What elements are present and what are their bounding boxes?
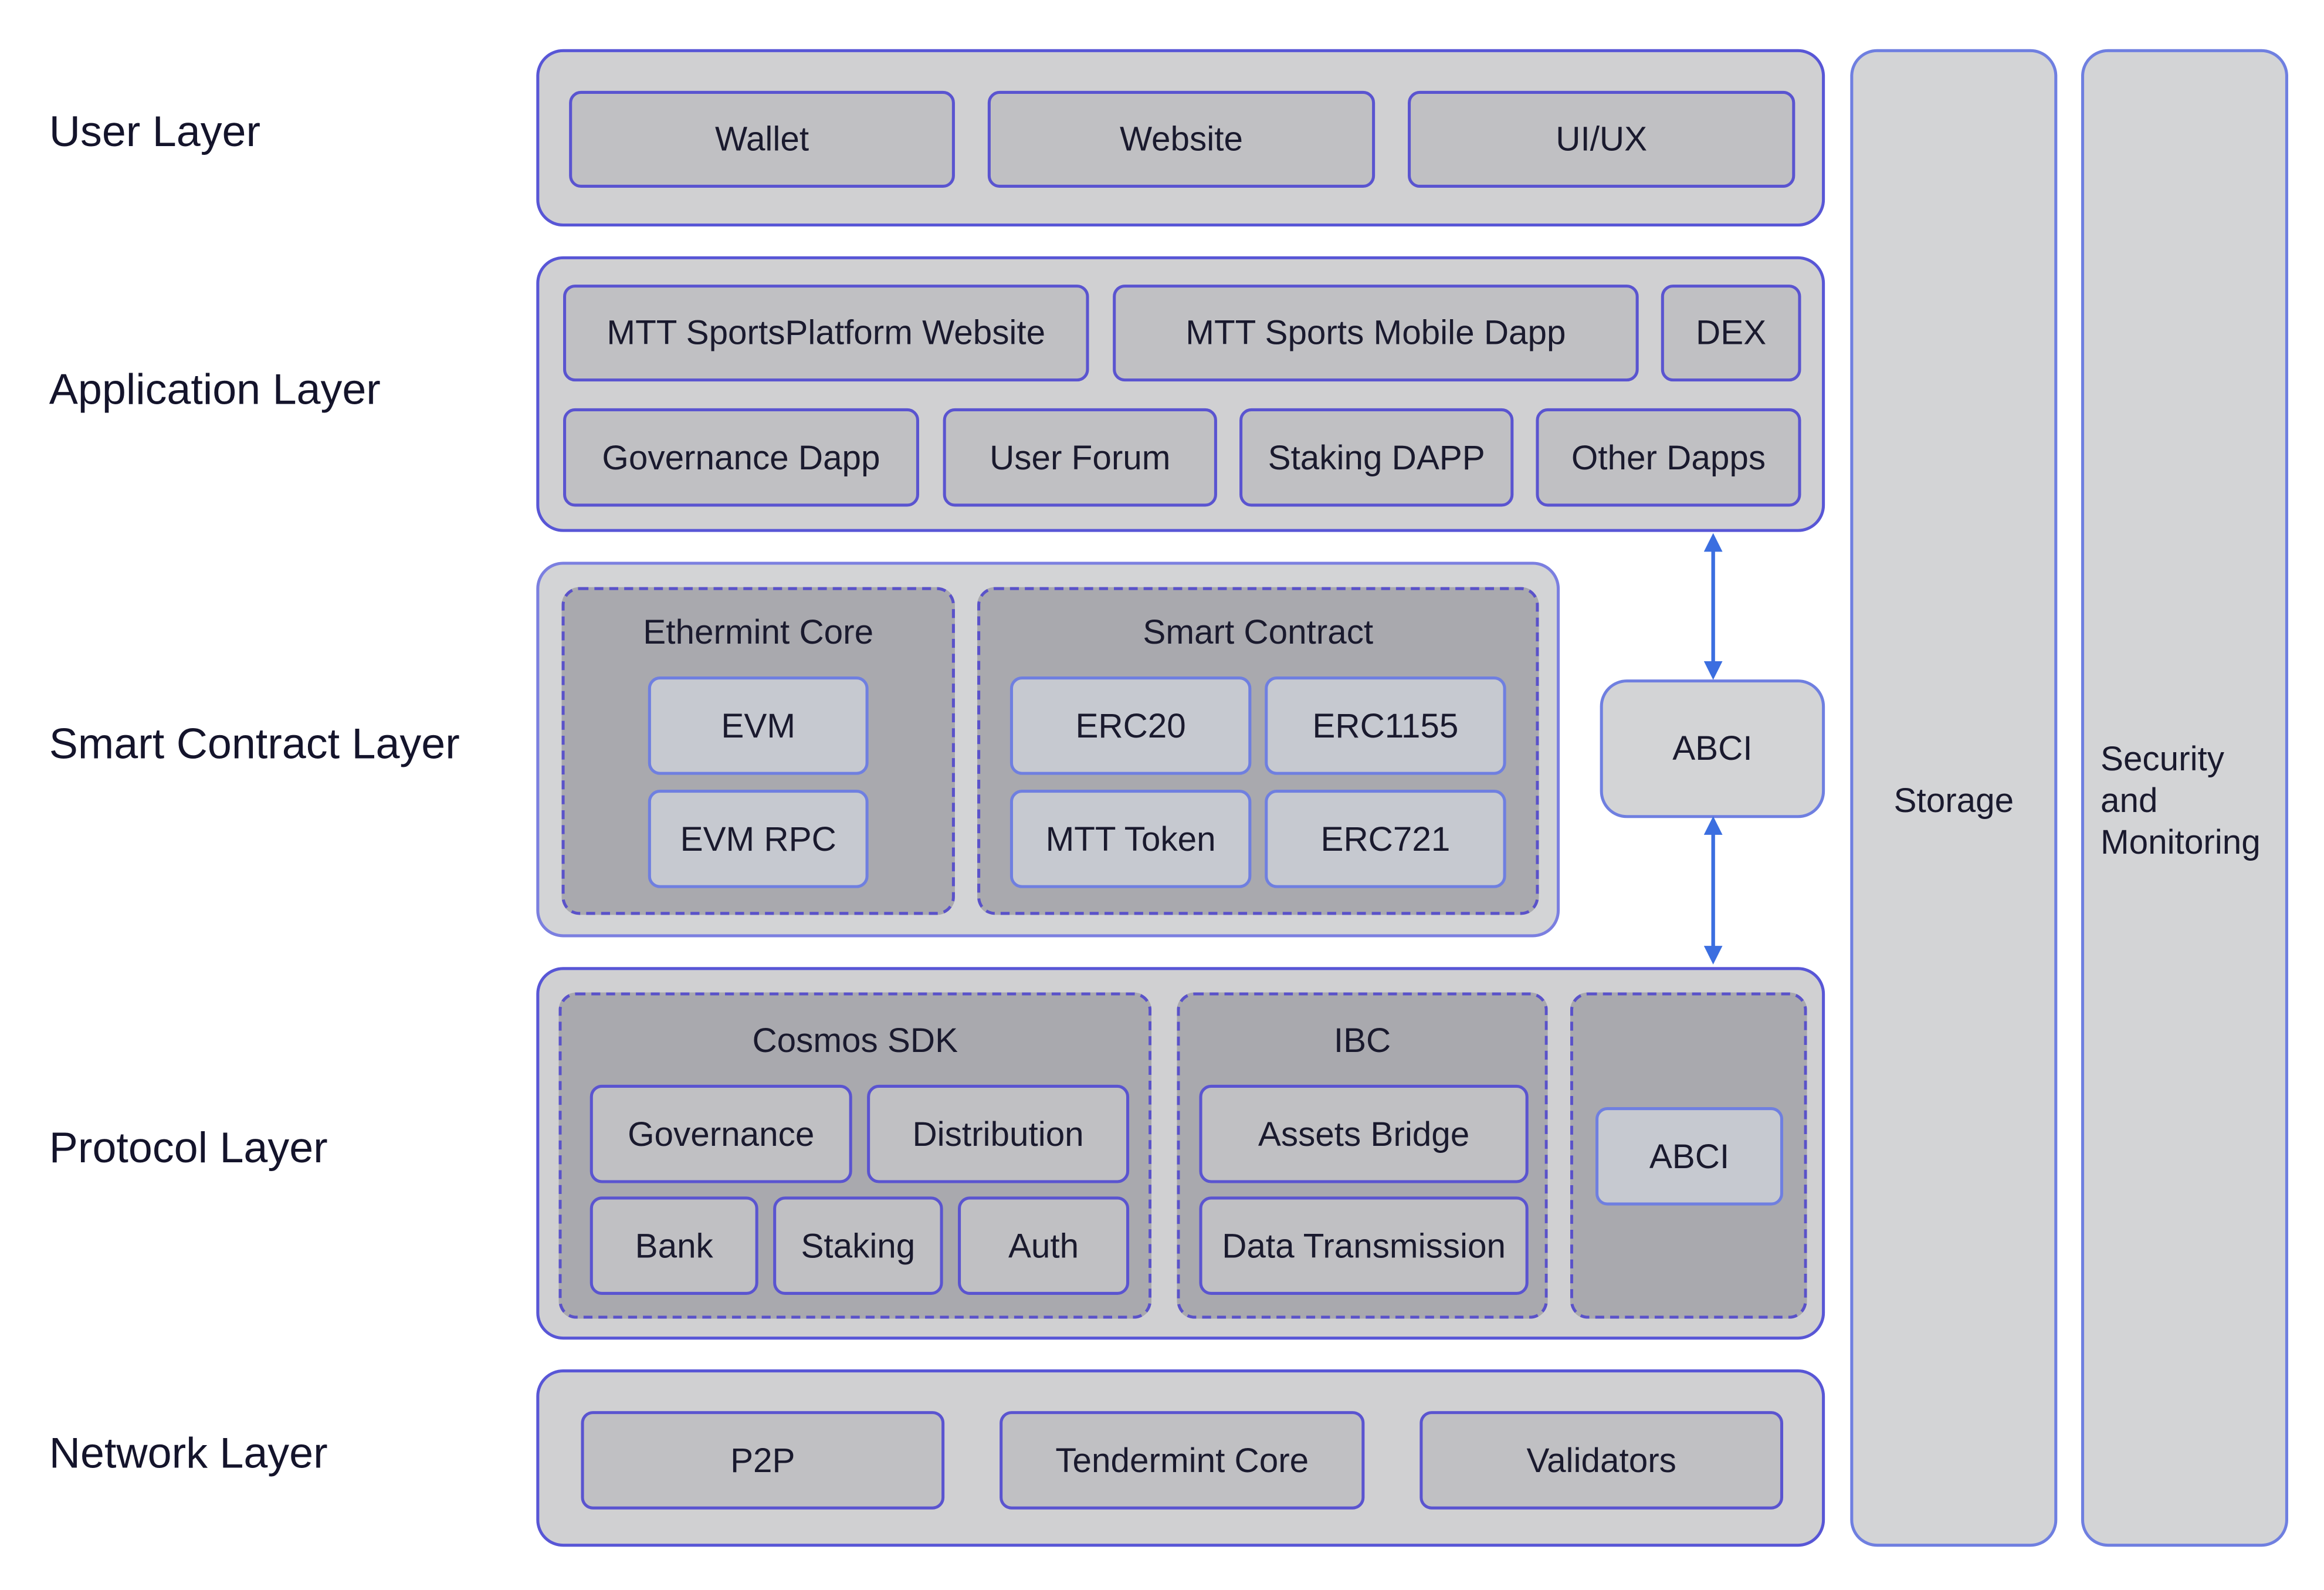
mtt-sportsplatform-website-box: MTT SportsPlatform Website bbox=[563, 285, 1089, 382]
evm-rpc-box: EVM RPC bbox=[648, 790, 869, 888]
erc721-box: ERC721 bbox=[1265, 790, 1506, 888]
storage-column: Storage bbox=[1850, 49, 2058, 1547]
staking-dapp-box: Staking DAPP bbox=[1239, 408, 1514, 507]
abci-connector-box: ABCI bbox=[1600, 679, 1825, 818]
distribution-module-box: Distribution bbox=[867, 1084, 1130, 1183]
website-box: Website bbox=[987, 90, 1376, 188]
mtt-sports-mobile-dapp-box: MTT Sports Mobile Dapp bbox=[1113, 285, 1639, 382]
smart-contract-title: Smart Contract bbox=[1143, 612, 1374, 651]
application-layer-label: Application Layer bbox=[49, 366, 381, 415]
auth-module-box: Auth bbox=[958, 1196, 1130, 1295]
ibc-group: IBC Assets Bridge Data Transmission bbox=[1177, 992, 1548, 1319]
ibc-title: IBC bbox=[1333, 1020, 1391, 1060]
security-label: Security and Monitoring bbox=[2101, 738, 2261, 862]
security-label-line3: Monitoring bbox=[2100, 822, 2261, 861]
other-dapps-box: Other Dapps bbox=[1536, 408, 1801, 507]
p2p-box: P2P bbox=[581, 1411, 945, 1510]
evm-box: EVM bbox=[648, 676, 869, 775]
uiux-box: UI/UX bbox=[1408, 90, 1795, 188]
abci-protocol-box: ABCI bbox=[1595, 1107, 1784, 1206]
smart-contract-group: Smart Contract ERC20 ERC1155 MTT Token E… bbox=[977, 587, 1539, 915]
governance-dapp-box: Governance Dapp bbox=[563, 408, 919, 507]
abci-protocol-group: ABCI bbox=[1570, 992, 1807, 1319]
wallet-box: Wallet bbox=[569, 90, 955, 188]
protocol-layer-panel: Cosmos SDK Governance Distribution Bank … bbox=[536, 967, 1825, 1340]
security-label-line1: Security bbox=[2100, 739, 2225, 778]
erc20-box: ERC20 bbox=[1009, 676, 1252, 775]
application-layer-panel: MTT SportsPlatform Website MTT Sports Mo… bbox=[536, 256, 1825, 532]
storage-label: Storage bbox=[1893, 780, 2014, 820]
security-label-line2: and bbox=[2100, 780, 2158, 820]
user-forum-box: User Forum bbox=[943, 408, 1217, 507]
erc1155-box: ERC1155 bbox=[1265, 676, 1506, 775]
ethermint-core-title: Ethermint Core bbox=[643, 612, 874, 651]
security-monitoring-column: Security and Monitoring bbox=[2081, 49, 2288, 1547]
tendermint-core-box: Tendermint Core bbox=[1000, 1411, 1365, 1510]
protocol-layer-label: Protocol Layer bbox=[49, 1125, 328, 1173]
user-layer-label: User Layer bbox=[49, 109, 261, 157]
governance-module-box: Governance bbox=[590, 1084, 852, 1183]
cosmos-sdk-group: Cosmos SDK Governance Distribution Bank … bbox=[558, 992, 1152, 1319]
mtt-token-box: MTT Token bbox=[1009, 790, 1252, 888]
user-layer-panel: Wallet Website UI/UX bbox=[536, 49, 1825, 227]
dex-box: DEX bbox=[1661, 285, 1801, 382]
smart-contract-layer-label: Smart Contract Layer bbox=[49, 721, 460, 769]
network-layer-panel: P2P Tendermint Core Validators bbox=[536, 1369, 1825, 1547]
cosmos-sdk-title: Cosmos SDK bbox=[752, 1020, 958, 1060]
validators-box: Validators bbox=[1420, 1411, 1784, 1510]
smart-contract-layer-panel: Ethermint Core EVM EVM RPC Smart Contrac… bbox=[536, 561, 1560, 938]
network-layer-label: Network Layer bbox=[49, 1430, 328, 1479]
bank-module-box: Bank bbox=[590, 1196, 758, 1295]
assets-bridge-box: Assets Bridge bbox=[1199, 1084, 1529, 1183]
data-transmission-box: Data Transmission bbox=[1199, 1196, 1529, 1295]
ethermint-core-group: Ethermint Core EVM EVM RPC bbox=[561, 587, 955, 915]
staking-module-box: Staking bbox=[773, 1196, 943, 1295]
